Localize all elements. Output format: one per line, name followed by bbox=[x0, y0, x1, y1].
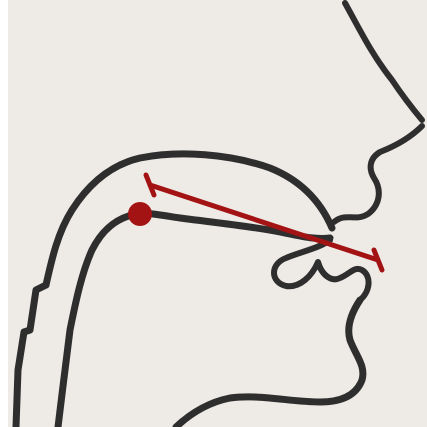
measurement-line bbox=[150, 185, 378, 260]
face-profile-outline bbox=[345, 3, 422, 120]
tongue-outline bbox=[58, 213, 330, 427]
nose-outline bbox=[334, 126, 422, 222]
pharynx-back-wall bbox=[16, 285, 46, 427]
lips-outline bbox=[274, 240, 369, 300]
marker-dot bbox=[128, 202, 152, 226]
chin-outline bbox=[176, 300, 363, 427]
measurement-bar bbox=[146, 175, 382, 270]
